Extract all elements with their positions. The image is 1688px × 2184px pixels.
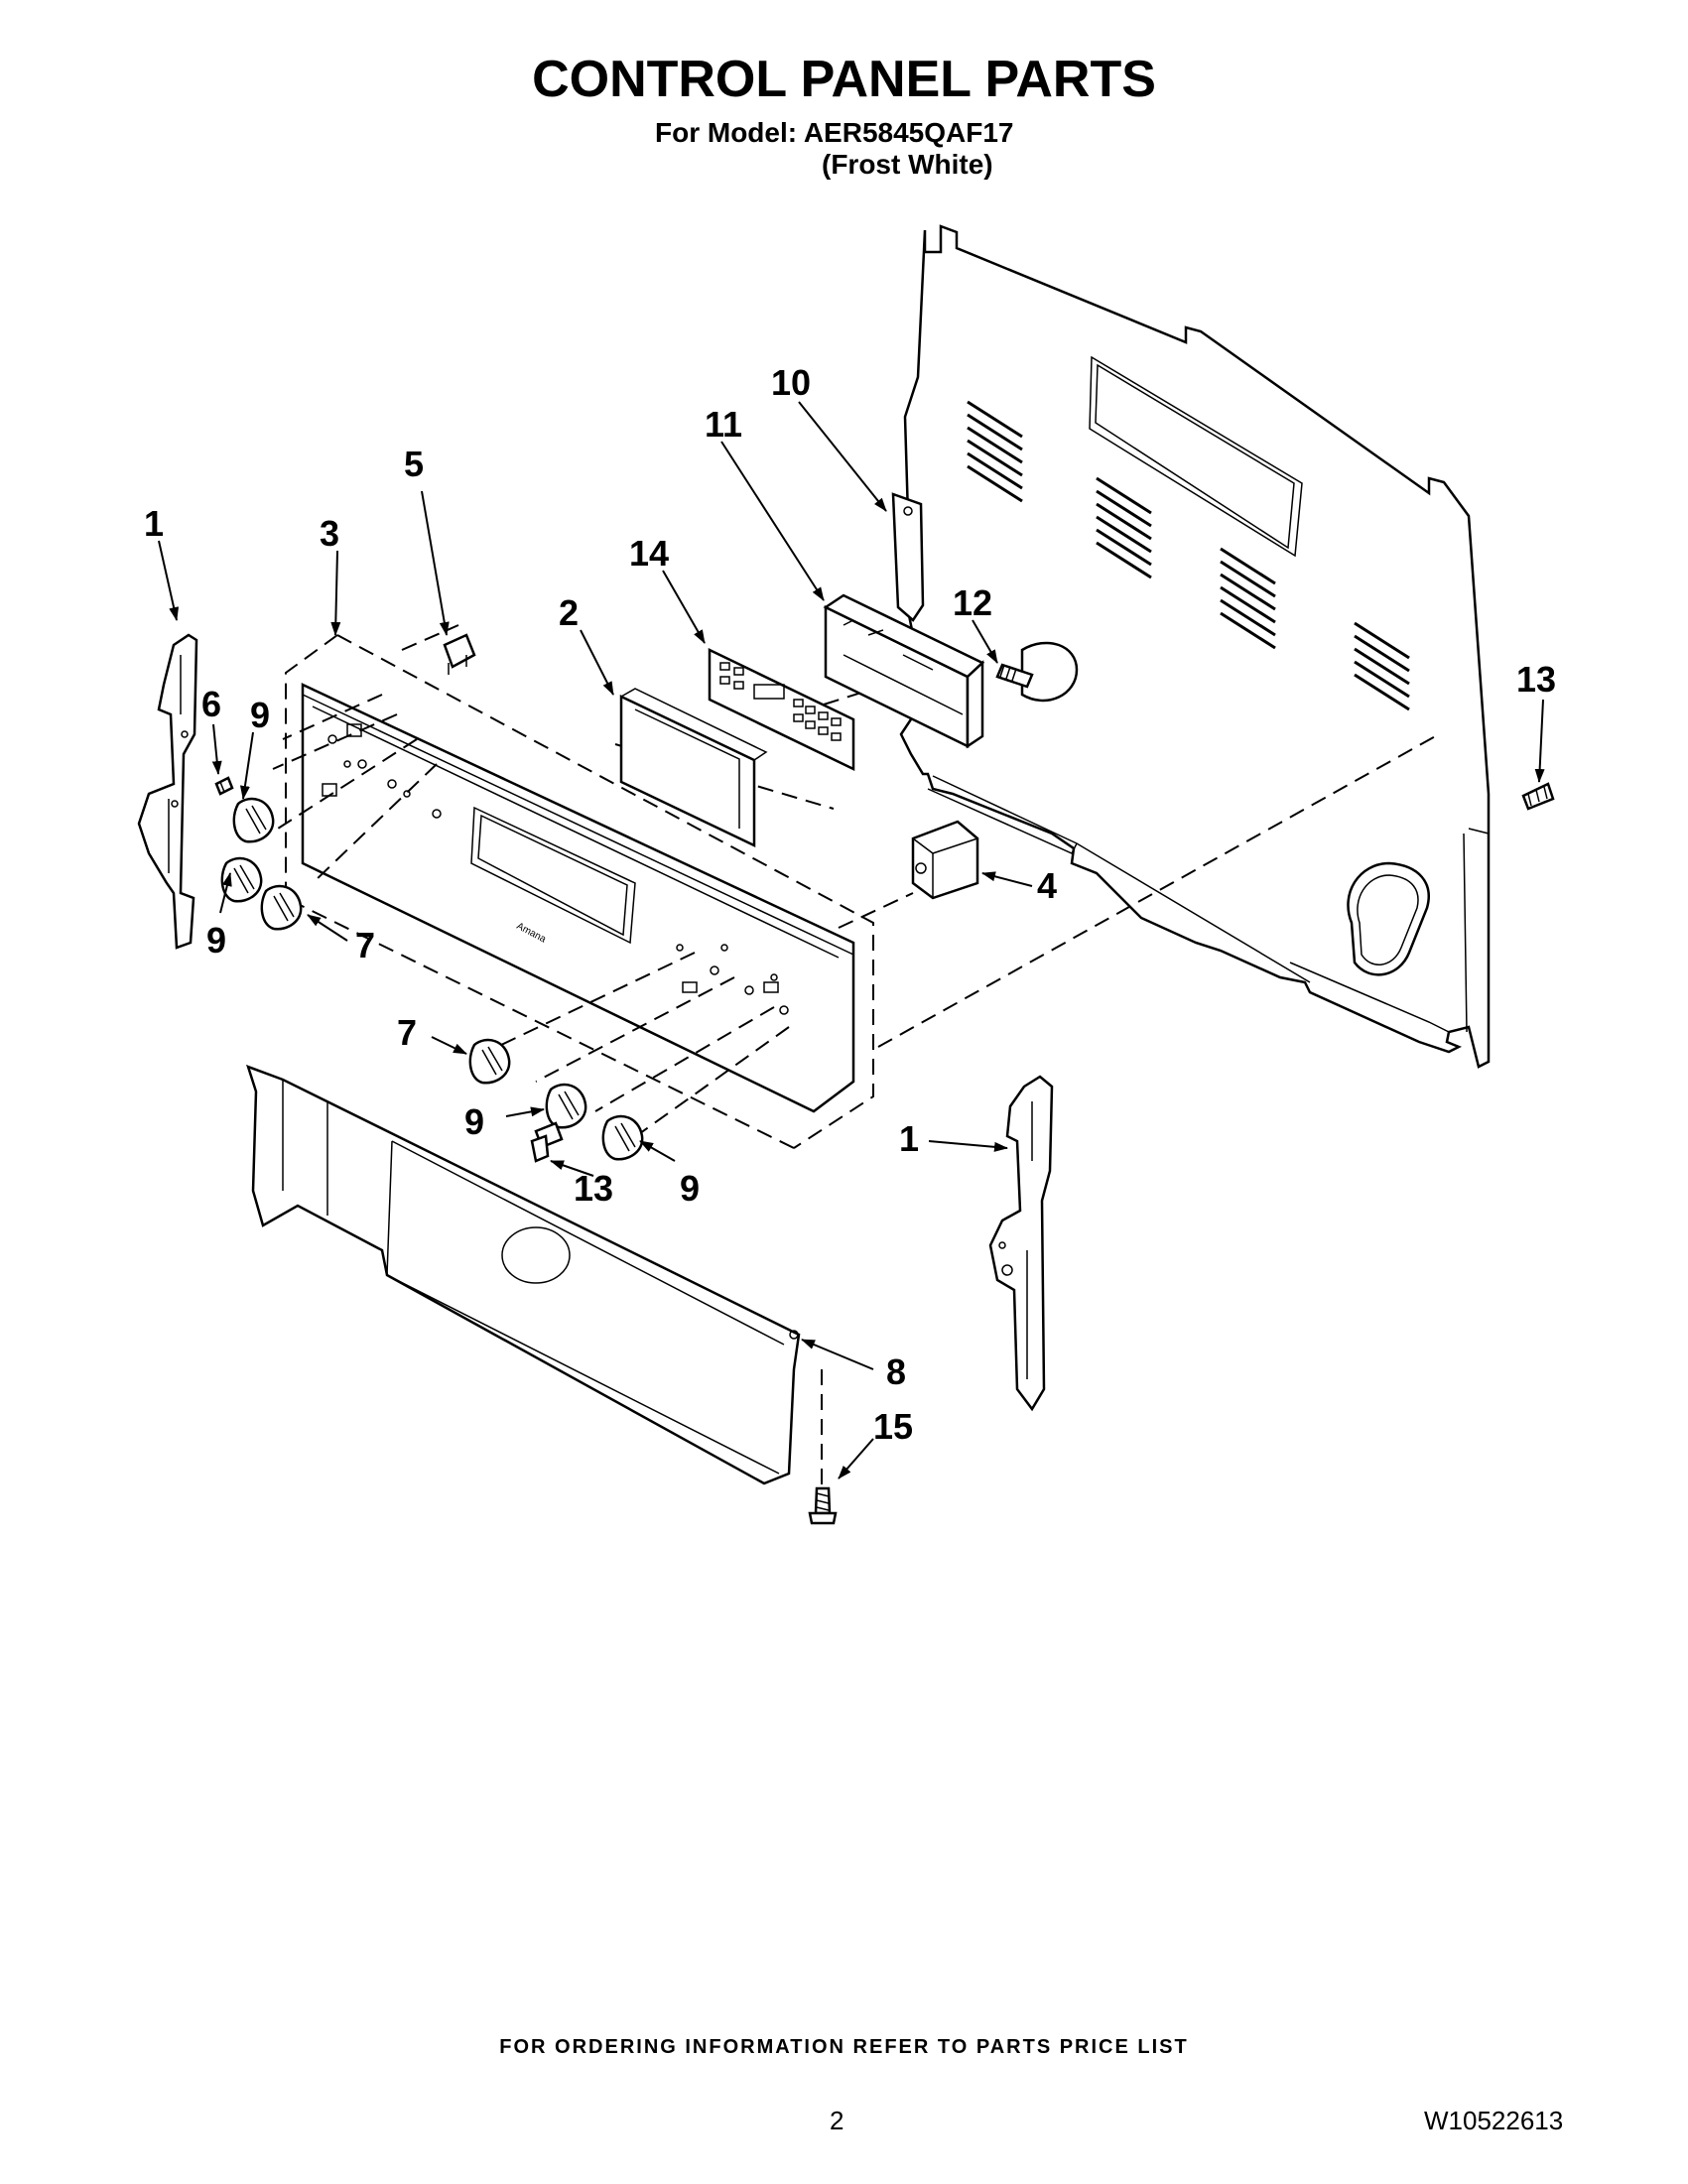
- callout-13-center: 13: [574, 1168, 613, 1209]
- switch-part-4: [911, 820, 979, 900]
- callout-10: 10: [771, 362, 811, 403]
- callout-6: 6: [201, 684, 221, 724]
- callout-13-right: 13: [1516, 659, 1556, 700]
- callout-9-right: 9: [680, 1168, 700, 1209]
- callout-9-center: 9: [464, 1101, 484, 1142]
- callout-9-top-left: 9: [250, 695, 270, 735]
- screw-part-13-a: [530, 1121, 564, 1163]
- page-title: CONTROL PANEL PARTS: [532, 51, 1156, 108]
- callout-12: 12: [953, 582, 992, 623]
- front-trim-part-8: [246, 1064, 801, 1485]
- side-bracket-right-part-1: [988, 1075, 1054, 1412]
- callout-3: 3: [320, 513, 339, 554]
- callout-1-left: 1: [144, 503, 164, 544]
- knob-part-9-a: [232, 797, 275, 843]
- callout-11: 11: [705, 404, 742, 445]
- side-bracket-left-part-1: [137, 633, 198, 950]
- screw-part-13-b: [1521, 782, 1555, 811]
- page-number: 2: [830, 2106, 844, 2135]
- rear-back-panel: [899, 224, 1491, 1069]
- color-line: (Frost White): [822, 149, 993, 180]
- control-panel-part-3: Amana: [301, 683, 855, 1113]
- bracket-part-10: [891, 492, 925, 622]
- clip-part-5: [443, 633, 476, 675]
- document-number: W10522613: [1424, 2106, 1564, 2135]
- callout-9-bottom-left: 9: [206, 920, 226, 961]
- knob-part-9-b: [220, 856, 263, 903]
- screw-part-15: [808, 1486, 838, 1525]
- bracket-part-2: [619, 688, 768, 847]
- callout-8: 8: [886, 1351, 906, 1392]
- callout-4: 4: [1037, 865, 1057, 906]
- callout-14: 14: [629, 533, 669, 574]
- ordering-note: FOR ORDERING INFORMATION REFER TO PARTS …: [499, 2036, 1189, 2058]
- knob-part-7-a: [260, 884, 303, 931]
- callout-labels: 1 3 5 2 14 11 10 12 4 13 6 9 9 7 7 9 13 …: [144, 362, 1556, 1447]
- knob-part-9-c: [545, 1083, 587, 1129]
- screw-part-12: [995, 641, 1079, 703]
- knob-part-7-b: [468, 1038, 511, 1085]
- callout-15: 15: [873, 1406, 913, 1447]
- callout-7-center: 7: [397, 1012, 417, 1053]
- leader-arrows: [158, 401, 1545, 1479]
- keypad-overlay-part-14: [708, 648, 855, 771]
- screw-part-6: [214, 776, 234, 796]
- knob-part-9-d: [601, 1114, 644, 1161]
- model-line: For Model: AER5845QAF17: [655, 117, 1014, 148]
- callout-7-left: 7: [355, 925, 375, 965]
- electronic-control-part-11: [823, 593, 985, 749]
- callout-1-right: 1: [899, 1118, 919, 1159]
- callout-5: 5: [404, 444, 424, 484]
- callout-2: 2: [559, 592, 579, 633]
